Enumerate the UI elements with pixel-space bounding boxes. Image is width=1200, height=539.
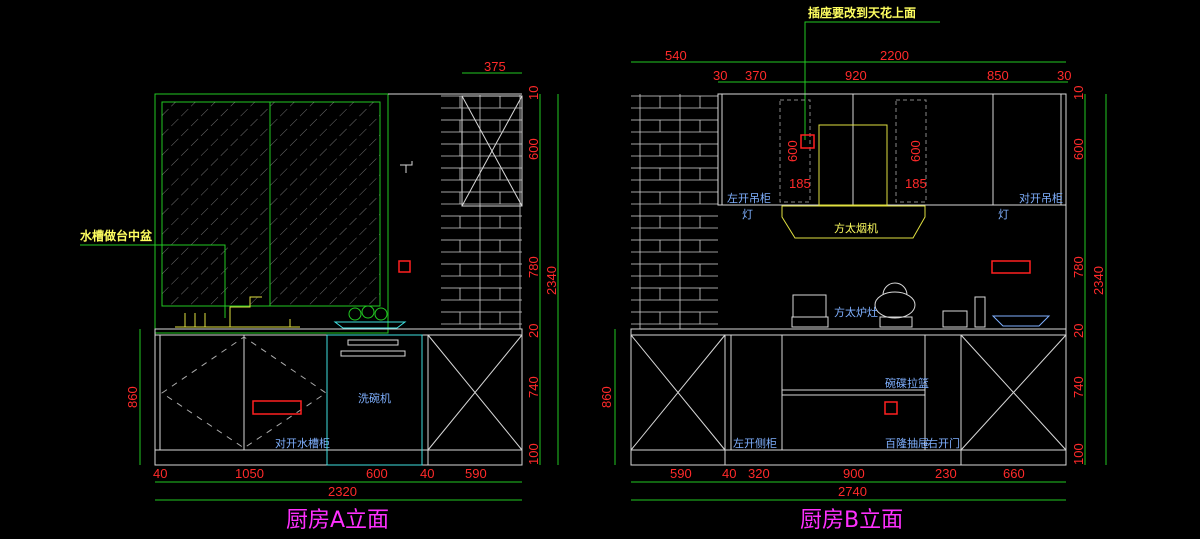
svg-text:2340: 2340 [1091, 266, 1106, 295]
fruit-bowl-icon [333, 305, 407, 329]
sink-faucet-icon [175, 296, 300, 328]
range-hood [781, 205, 926, 239]
dim: 540 [665, 48, 687, 63]
label-left-door: 左开侧柜 [733, 437, 777, 450]
svg-text:600: 600 [526, 138, 541, 160]
svg-text:20: 20 [526, 324, 541, 338]
dim: 1050 [235, 466, 264, 481]
label-right-wall-cabinet: 对开吊柜 [1019, 191, 1063, 205]
svg-text:10: 10 [1071, 86, 1086, 100]
countertop [630, 328, 1067, 336]
dim: 30 [713, 68, 727, 83]
label-stove: 方太炉灶 [834, 305, 878, 319]
svg-text:10: 10 [526, 86, 541, 100]
svg-text:600: 600 [1071, 138, 1086, 160]
label-drawer: 百隆抽屉 [885, 436, 929, 450]
dims-right: 10 600 780 20 740 100 2340 [1071, 86, 1106, 465]
window [154, 93, 389, 334]
dim: 40 [722, 466, 736, 481]
fruit-bowl-icon [991, 315, 1051, 327]
label-hood: 方太烟机 [834, 221, 878, 235]
dim: 660 [1003, 466, 1025, 481]
label-sink-cabinet: 对开水槽柜 [275, 436, 330, 450]
svg-text:600: 600 [908, 140, 923, 162]
elevation-b: 插座要改到天花上面 方太烟机 左开吊柜 对开吊柜 灯 灯 方太炉灶 碗碟拉 [599, 5, 1107, 533]
svg-text:100: 100 [1071, 443, 1086, 465]
dim: 600 [366, 466, 388, 481]
annotation-leader [80, 244, 226, 318]
dim: 920 [845, 68, 867, 83]
base-cabinets [630, 334, 1067, 466]
svg-text:780: 780 [526, 256, 541, 278]
socket-strip-icon [252, 400, 302, 415]
upper-cabinet [461, 95, 523, 207]
label-light: 灯 [742, 208, 753, 221]
base-cabinets [154, 334, 523, 466]
dims-right: 10 600 780 20 740 100 2340 [526, 86, 559, 465]
dim: 230 [935, 466, 957, 481]
svg-text:740: 740 [526, 376, 541, 398]
brick-wall [631, 94, 718, 329]
kettle-icon [874, 282, 916, 328]
socket-icon [398, 260, 411, 273]
dim: 850 [987, 68, 1009, 83]
dim: 30 [1057, 68, 1071, 83]
title-elevation-a: 厨房A立面 [286, 508, 389, 533]
title-elevation-b: 厨房B立面 [800, 508, 903, 533]
svg-text:100: 100 [526, 443, 541, 465]
dim: 320 [748, 466, 770, 481]
dim: 40 [420, 466, 434, 481]
svg-text:780: 780 [1071, 256, 1086, 278]
svg-text:185: 185 [789, 176, 811, 191]
svg-text:600: 600 [785, 140, 800, 162]
svg-text:185: 185 [905, 176, 927, 191]
label-left-wall-cabinet: 左开吊柜 [727, 192, 771, 205]
bottle-icon [974, 296, 986, 328]
dim: 860 [125, 386, 140, 408]
svg-text:2340: 2340 [544, 266, 559, 295]
elevation-a: 水槽做台中盆 对开水槽柜 洗碗机 40 105 [80, 59, 559, 533]
svg-text:20: 20 [1071, 324, 1086, 338]
socket-icon [800, 134, 815, 149]
dim: 590 [465, 466, 487, 481]
dim: 40 [153, 466, 167, 481]
label-dishwasher: 洗碗机 [358, 391, 391, 405]
dishwasher [326, 334, 423, 466]
socket-strip-icon [991, 260, 1031, 274]
dim: 370 [745, 68, 767, 83]
pot-icon [791, 294, 829, 328]
countertop [154, 328, 523, 336]
box-icon [942, 310, 968, 328]
dim-total: 2320 [328, 484, 357, 499]
dim: 900 [843, 466, 865, 481]
dim-total: 2740 [838, 484, 867, 499]
socket-icon [884, 401, 898, 415]
dim: 2200 [880, 48, 909, 63]
upper-cabinets [717, 93, 1067, 206]
svg-text:740: 740 [1071, 376, 1086, 398]
label-basket: 碗碟拉篮 [885, 376, 929, 390]
brick-wall [441, 95, 522, 329]
dim: 860 [599, 386, 614, 408]
dim: 375 [484, 59, 506, 74]
faucet-icon [400, 161, 413, 173]
label-light: 灯 [998, 208, 1009, 221]
hood-body [818, 124, 888, 206]
dim: 590 [670, 466, 692, 481]
annotation-socket: 插座要改到天花上面 [808, 5, 916, 20]
label-right-door: 右开门 [927, 436, 960, 450]
annotation-sink: 水槽做台中盆 [80, 228, 153, 243]
